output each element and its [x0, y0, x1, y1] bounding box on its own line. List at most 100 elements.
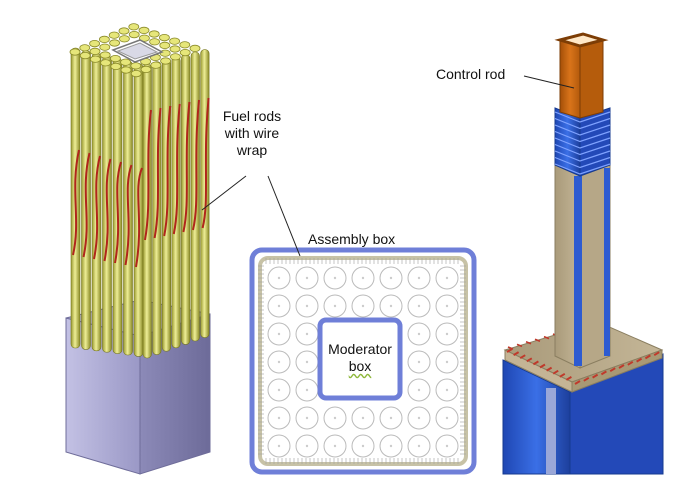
platform-wire [574, 380, 581, 385]
platform-wire [559, 372, 566, 378]
assembly-box-leader-line [267, 175, 301, 257]
platform-wire [516, 343, 523, 348]
fuel-rod-cap [149, 38, 161, 46]
moderator-box [317, 317, 403, 401]
platform-wire [532, 360, 539, 366]
fuel-rod-section [323, 266, 347, 290]
wrap-ring [554, 143, 611, 156]
fuel-rod-section [407, 294, 431, 318]
fuel-rod [181, 54, 191, 345]
fuel-rod-center [361, 276, 365, 280]
platform-wire [627, 360, 634, 366]
fuel-rod-section [407, 266, 431, 290]
fuel-rod-section [407, 322, 431, 346]
moderator-box-label-line1: Moderator [328, 341, 392, 357]
fuel-rod-section [267, 406, 291, 430]
fuel-rod-cap [179, 41, 191, 49]
fuel-rod-center [305, 304, 309, 308]
fuel-rod-center [445, 388, 449, 392]
wrap-ring [554, 117, 611, 130]
fuel-rod-section [435, 434, 459, 458]
wire-wrap [93, 155, 101, 260]
fuel-rod-section [267, 294, 291, 318]
moderator-channel-top [111, 39, 164, 63]
fuel-rod-cross-sections [267, 266, 459, 458]
fuel-rod-section [351, 266, 375, 290]
fuel-rod-center [445, 360, 449, 364]
fuel-rod-center [445, 304, 449, 308]
fuel-rod-center [277, 304, 281, 308]
fuel-rod-section [351, 434, 375, 458]
fuel-rod-cap [159, 41, 171, 50]
fuel-rod-section [379, 434, 403, 458]
wire-wrap [201, 97, 210, 229]
fuel-rod-section [435, 294, 459, 318]
fuel-rod-cap [169, 53, 181, 61]
fuel-rod-section [267, 378, 291, 402]
fuel-rod-center [277, 360, 281, 364]
platform-wire [600, 370, 607, 376]
fuel-rod-cap [119, 35, 130, 43]
wrap-ring [554, 163, 611, 175]
fuel-rod-center [333, 304, 337, 308]
wire-wrap [192, 99, 200, 231]
fuel-rod-center [445, 444, 449, 448]
wrap-ring [554, 130, 611, 143]
fuel-rod-center [333, 416, 337, 420]
fuel-rod-cap [120, 66, 132, 74]
wire-wrap [72, 149, 80, 256]
platform-wire [519, 354, 526, 360]
wire-wrap [153, 107, 162, 239]
fuel-rod-center [305, 388, 309, 392]
fuel-rod-cap [130, 70, 142, 78]
wire-wrap [124, 164, 133, 266]
fuel-rod-center [389, 416, 393, 420]
fuel-rod-cap [108, 31, 120, 39]
fuel-rod-center [277, 388, 281, 392]
wire-wrap [82, 152, 91, 258]
wire-wrap [172, 103, 181, 235]
fuel-assembly-illustration [65, 23, 211, 475]
platform-wire [525, 341, 532, 345]
fuel-rod-center [389, 276, 393, 280]
wrap-ring [554, 137, 611, 149]
fuel-rod-center [277, 332, 281, 336]
fuel-rod-section [407, 378, 431, 402]
platform-wire [526, 357, 533, 363]
wire-wrap [144, 109, 152, 241]
moderator-box-label: Moderator box [322, 341, 398, 375]
fuel-rod-cap [148, 30, 160, 38]
fuel-rod-cap [179, 48, 191, 57]
fuel-rod-section [435, 406, 459, 430]
platform-wire [539, 363, 546, 369]
fuel-rod-cap [158, 33, 170, 42]
platform-wire [507, 346, 514, 350]
fuel-rod-section [407, 406, 431, 430]
fuel-rod [190, 51, 200, 342]
fuel-rod-cap [100, 59, 111, 67]
platform-wire [653, 351, 660, 357]
platform-wire [506, 348, 513, 353]
assembly-box-wall-hatching [258, 258, 466, 464]
fuel-rod-section [295, 434, 319, 458]
fuel-rod-section [267, 434, 291, 458]
fuel-rod-cap [189, 44, 201, 53]
fuel-rod-center [277, 276, 281, 280]
fuel-rod-cap [169, 37, 181, 45]
assembly-cross-section [249, 247, 477, 475]
fuel-rod-cap [99, 43, 111, 51]
platform-wire [583, 376, 590, 382]
platform-wire [565, 376, 572, 381]
wire-wrap [103, 158, 112, 262]
wrap-ring [554, 124, 611, 136]
fuel-rod-cap [89, 39, 100, 48]
fuel-rod-section [379, 294, 403, 318]
assembly-box-label: Assembly box [308, 231, 396, 247]
fuel-rod-center [277, 444, 281, 448]
fuel-rods-label-line1: Fuel rods [222, 108, 282, 124]
fuel-rod-cap [120, 58, 131, 66]
wire-wrap-helices [72, 97, 210, 268]
fuel-rod-section [435, 350, 459, 374]
platform-wire [552, 369, 559, 375]
fuel-rod-section [351, 406, 375, 430]
